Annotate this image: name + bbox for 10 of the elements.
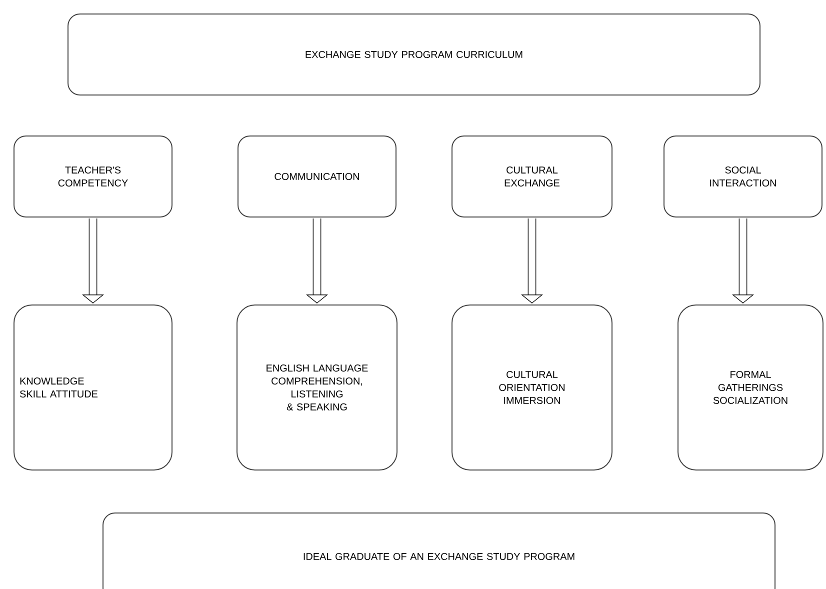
box: KNOWLEDGE SKILL ATTITUDE	[14, 304, 172, 470]
box: CULTURAL ORIENTATION IMMERSION	[452, 304, 612, 470]
box: IDEAL GRADUATE OF AN EXCHANGE STUDY PROGRAM	[102, 512, 776, 589]
box: COMMUNICATION	[238, 135, 396, 218]
box: CULTURAL EXCHANGE	[452, 135, 612, 218]
box: SOCIAL INTERACTION	[664, 135, 822, 218]
box: EXCHANGE STUDY PROGRAM CURRICULUM	[68, 14, 760, 96]
box: FORMAL GATHERINGS SOCIALIZATION	[678, 304, 824, 470]
box: TEACHER'S COMPETENCY	[14, 135, 172, 218]
box: ENGLISH LANGUAGE COMPREHENSION, LISTENING & SPEAKING	[236, 304, 398, 470]
